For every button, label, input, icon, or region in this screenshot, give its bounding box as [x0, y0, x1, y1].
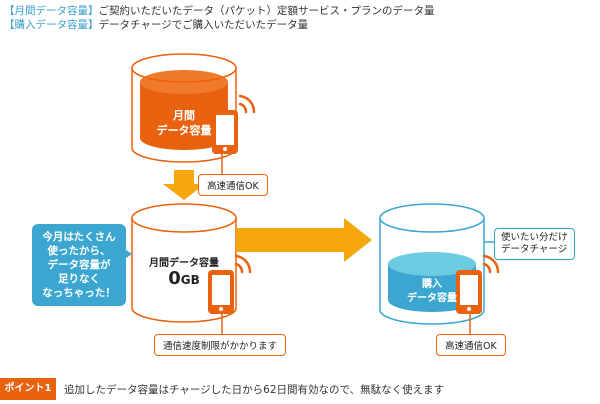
signal-waves-icon	[482, 254, 500, 274]
speed-limit-callout: 通信速度制限がかかります	[154, 334, 287, 356]
right-cylinder-label-line2: データ容量	[407, 293, 457, 304]
high-speed-ok-callout-right: 高速通信OK	[436, 334, 506, 356]
speech-line: 足りなく	[58, 273, 100, 285]
point-badge: ポイント1	[0, 378, 56, 400]
signal-waves-icon	[234, 254, 252, 274]
down-arrow-icon	[163, 170, 205, 200]
legend-monthly-text: ご契約いただいたデータ（パケット）定額サービス・プランのデータ量	[98, 5, 435, 17]
capacity-value: 0	[168, 268, 181, 289]
speech-line: 今月はたくさん	[42, 231, 116, 243]
point-section: ポイント1 追加したデータ容量はチャージした日から62日間有効なので、無駄なく使…	[0, 378, 600, 400]
middle-cylinder-value: 0GB	[134, 268, 234, 289]
legend-monthly: 【月間データ容量】ご契約いただいたデータ（パケット）定額サービス・プランのデータ…	[4, 5, 435, 18]
right-arrow-icon	[236, 218, 372, 262]
speech-line: データ容量が	[47, 259, 111, 271]
top-cylinder	[131, 53, 237, 163]
signal-waves-icon	[238, 94, 256, 114]
top-cylinder-label: 月間 データ容量	[140, 108, 228, 138]
capacity-unit: GB	[180, 273, 200, 287]
speech-line: なっちゃった！	[42, 287, 116, 299]
speech-line: 使ったから、	[47, 245, 111, 257]
high-speed-ok-callout: 高速通信OK	[198, 174, 268, 196]
legend-purchase-key: 【購入データ容量】	[4, 19, 99, 31]
data-charge-callout: 使いたい分だけ データチャージ	[494, 228, 575, 260]
top-cylinder-label-line2: データ容量	[156, 124, 212, 137]
right-cylinder-label: 購入 データ容量	[388, 278, 476, 306]
right-cylinder-label-line1: 購入	[422, 279, 442, 290]
middle-cylinder-label: 月間データ容量	[149, 258, 219, 269]
data-charge-line1: 使いたい分だけ	[501, 232, 568, 243]
smartphone-icon	[212, 110, 238, 154]
smartphone-icon	[456, 270, 482, 314]
legend-purchase-text: データチャージでご購入いただいたデータ量	[98, 19, 309, 31]
speech-bubble: 今月はたくさん 使ったから、 データ容量が 足りなく なっちゃった！	[32, 224, 126, 306]
legend-monthly-key: 【月間データ容量】	[4, 5, 99, 17]
data-charge-line2: データチャージ	[501, 244, 568, 255]
legend-purchase: 【購入データ容量】データチャージでご購入いただいたデータ量	[4, 19, 308, 32]
smartphone-icon	[208, 270, 234, 314]
top-cylinder-label-line1: 月間	[173, 109, 195, 122]
point-text: 追加したデータ容量はチャージした日から62日間有効なので、無駄なく使えます	[64, 384, 445, 396]
